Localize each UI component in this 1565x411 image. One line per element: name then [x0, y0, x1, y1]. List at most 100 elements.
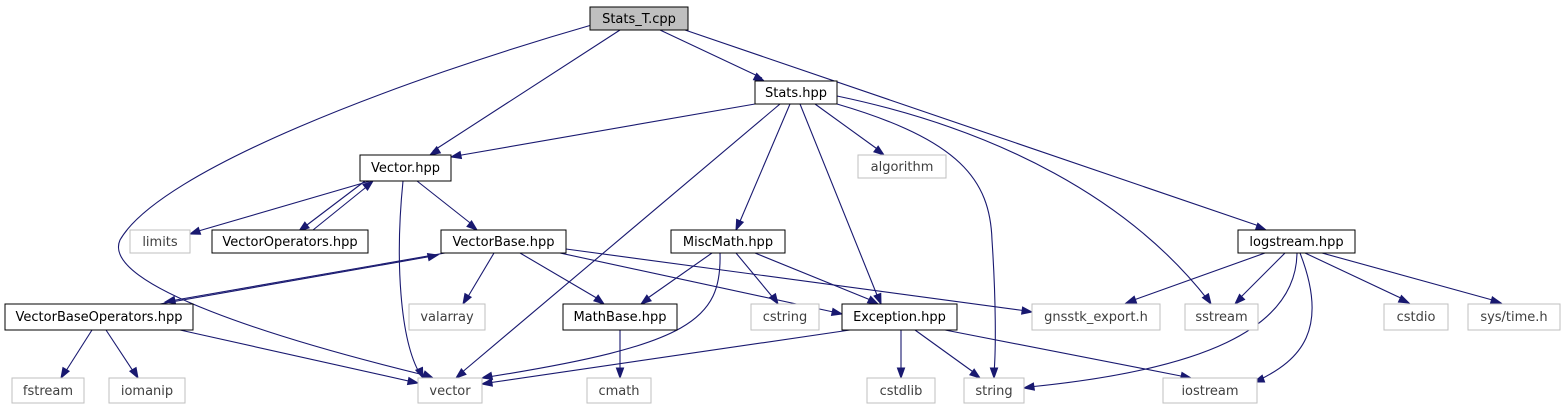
- node-logstream-hpp[interactable]: logstream.hpp: [1237, 229, 1356, 254]
- node-stats-hpp[interactable]: Stats.hpp: [754, 80, 838, 105]
- edge-line: [1321, 252, 1497, 302]
- node-vector-operators-hpp[interactable]: VectorOperators.hpp: [211, 229, 369, 254]
- edge-vector-base-to-exception: [559, 252, 844, 317]
- node-sstream[interactable]: sstream: [1184, 303, 1259, 331]
- node-label: cstdlib: [880, 384, 923, 399]
- edge-vector-base-to-valarray: [462, 252, 495, 306]
- node-iomanip[interactable]: iomanip: [108, 377, 186, 404]
- arrowhead: [639, 294, 652, 305]
- node-stats-t-cpp[interactable]: Stats_T.cpp: [589, 6, 689, 31]
- arrowhead: [989, 367, 999, 380]
- arrowhead: [128, 366, 139, 380]
- node-label: sstream: [1195, 310, 1247, 325]
- node-label: MathBase.hpp: [573, 310, 666, 325]
- edge-vector-base-operators-to-vector-base: [159, 252, 440, 305]
- node-limits[interactable]: limits: [129, 229, 191, 254]
- arrowhead: [480, 371, 494, 381]
- edge-line: [1237, 252, 1286, 301]
- edge-misc-math-to-math-base: [639, 252, 713, 305]
- edge-line: [684, 29, 1263, 228]
- edge-stats-to-vector-hpp: [449, 103, 756, 160]
- node-cstdio[interactable]: cstdio: [1383, 303, 1449, 331]
- edge-stats-t-to-vector: [117, 23, 596, 379]
- arrowhead: [896, 367, 906, 380]
- node-gnsstk-export-h[interactable]: gnsstk_export.h: [1031, 303, 1161, 331]
- arrowhead: [873, 145, 886, 156]
- node-label: VectorOperators.hpp: [222, 235, 357, 250]
- node-valarray[interactable]: valarray: [408, 303, 486, 331]
- node-vector[interactable]: vector: [417, 377, 483, 404]
- node-label: cstdio: [1397, 310, 1436, 325]
- edge-line: [487, 329, 851, 384]
- arrowhead: [426, 252, 440, 262]
- node-vector-base-operators-hpp[interactable]: VectorBaseOperators.hpp: [4, 303, 194, 331]
- arrowhead: [873, 292, 882, 306]
- arrowhead: [480, 378, 494, 387]
- edge-line: [944, 329, 1187, 378]
- node-label: algorithm: [871, 160, 934, 175]
- node-label: Stats_T.cpp: [602, 12, 676, 27]
- node-label: valarray: [420, 310, 474, 325]
- edge-line: [312, 183, 371, 231]
- node-math-base-hpp[interactable]: MathBase.hpp: [562, 303, 678, 331]
- arrowhead: [969, 368, 982, 379]
- node-cstdlib[interactable]: cstdlib: [866, 377, 936, 404]
- node-sys-time-h[interactable]: sys/time.h: [1467, 303, 1561, 331]
- node-string[interactable]: string: [963, 377, 1025, 404]
- edge-exception-to-string: [914, 329, 982, 379]
- edge-line: [487, 252, 721, 378]
- node-iostream[interactable]: iostream: [1162, 377, 1258, 404]
- node-label: Exception.hpp: [853, 310, 946, 325]
- node-label: gnsstk_export.h: [1044, 310, 1148, 325]
- edge-line: [659, 29, 763, 79]
- edge-line: [559, 252, 839, 314]
- node-label: iostream: [1181, 384, 1238, 399]
- arrowhead: [752, 72, 766, 82]
- node-fstream[interactable]: fstream: [11, 377, 85, 404]
- edge-logstream-to-gnsstk: [1124, 252, 1266, 304]
- node-label: fstream: [23, 384, 73, 399]
- node-label: sys/time.h: [1480, 310, 1547, 325]
- edge-vector-hpp-to-vector-base: [416, 180, 479, 231]
- edge-stats-t-to-vector-hpp: [428, 29, 621, 156]
- edge-line: [416, 180, 475, 227]
- edge-stats-to-string: [836, 103, 999, 380]
- node-label: cmath: [598, 384, 639, 399]
- arrowhead: [1489, 295, 1503, 305]
- arrowhead: [462, 292, 473, 306]
- node-exception-hpp[interactable]: Exception.hpp: [841, 303, 958, 331]
- edge-stats-to-vector: [454, 103, 781, 379]
- edge-exception-to-cstdlib: [896, 330, 906, 380]
- node-vector-hpp[interactable]: Vector.hpp: [359, 154, 452, 182]
- edge-line: [169, 252, 446, 302]
- node-vector-base-hpp[interactable]: VectorBase.hpp: [440, 229, 567, 254]
- edge-vector-base-to-gnsstk: [565, 248, 1034, 315]
- edge-line: [1028, 252, 1298, 388]
- edge-logstream-to-sstream: [1233, 252, 1286, 306]
- edge-vector-hpp-to-vector: [398, 180, 424, 380]
- edge-line: [737, 103, 791, 227]
- arrowhead: [60, 366, 71, 380]
- edge-line: [565, 248, 1028, 312]
- arrowhead: [593, 294, 606, 305]
- edge-line: [814, 103, 881, 152]
- arrowhead: [421, 370, 435, 379]
- node-layer: Stats_T.cpp Stats.hpp Vector.hpp algorit…: [4, 6, 1561, 404]
- edge-misc-math-to-exception: [754, 252, 880, 305]
- node-cstring[interactable]: cstring: [750, 303, 820, 331]
- arrowhead: [615, 367, 625, 380]
- node-label: string: [975, 384, 1012, 399]
- edge-line: [117, 23, 596, 377]
- edge-vector-base-operators-to-iomanip: [105, 329, 139, 380]
- edge-line: [159, 255, 434, 305]
- edge-stats-t-to-logstream: [684, 29, 1268, 231]
- arrowhead: [1397, 294, 1411, 304]
- node-algorithm[interactable]: algorithm: [857, 154, 947, 179]
- node-cmath[interactable]: cmath: [586, 377, 652, 404]
- arrowhead: [1022, 382, 1036, 391]
- edge-line: [194, 180, 371, 233]
- arrowhead: [735, 218, 745, 232]
- node-misc-math-hpp[interactable]: MiscMath.hpp: [670, 229, 786, 254]
- node-label: VectorBase.hpp: [453, 235, 555, 250]
